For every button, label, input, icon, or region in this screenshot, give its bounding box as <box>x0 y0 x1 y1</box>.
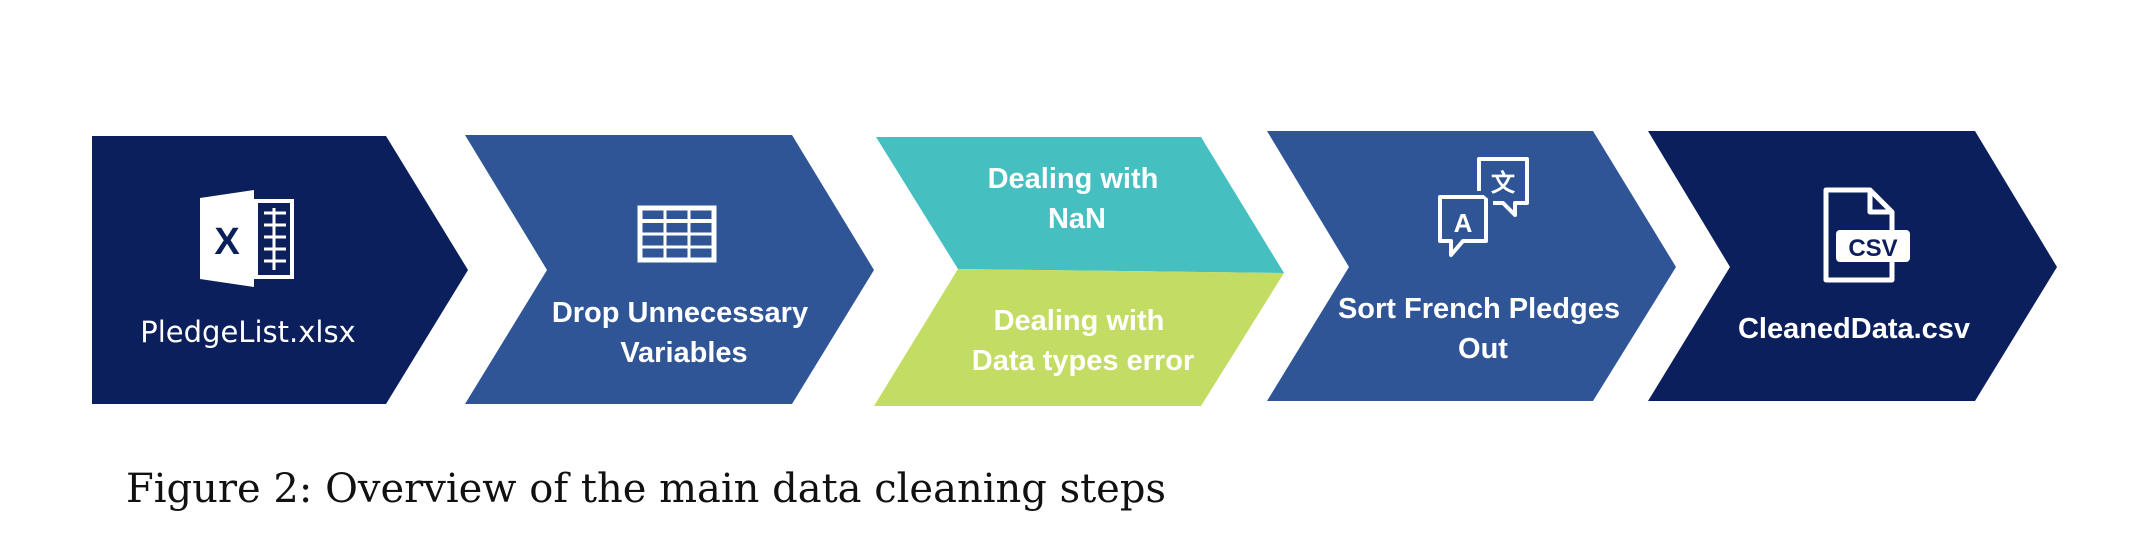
step-1-load-pledgelist: X PledgeList.xlsx <box>92 136 468 404</box>
translate-icon-letter-a: A <box>1454 208 1473 238</box>
step-5-export-cleaned-data: CSV CleanedData.csv <box>1648 131 2057 401</box>
excel-icon-letter: X <box>214 221 240 263</box>
step-5-label: CleanedData.csv <box>1738 313 1970 345</box>
step-3-top-label-line-2: NaN <box>1048 203 1106 235</box>
csv-file-icon: CSV <box>1823 187 1910 283</box>
step-4-sort-french-pledges: A 文 Sort French Pledges Out <box>1267 131 1676 401</box>
step-4-chevron <box>1267 131 1676 401</box>
step-2-label-line-2: Variables <box>620 337 747 369</box>
translate-icon-letter-x: 文 <box>1491 169 1516 197</box>
step-3-bottom-segment <box>874 269 1284 406</box>
table-icon <box>637 205 717 263</box>
step-5-label-line-1: CleanedData.csv <box>1738 313 1970 345</box>
translate-icon: A 文 <box>1438 157 1529 257</box>
step-2-chevron <box>465 135 874 404</box>
step-4-label-line-2: Out <box>1458 333 1508 365</box>
step-1-chevron <box>92 136 468 404</box>
step-4-label-line-1: Sort French Pledges <box>1338 293 1620 325</box>
step-1-label: PledgeList.xlsx <box>140 315 355 349</box>
step-3-bottom-label: Dealing with Data types error <box>972 305 1194 377</box>
step-3-top-segment <box>876 137 1284 273</box>
step-4-label: Sort French Pledges Out <box>1338 293 1628 365</box>
csv-file-icon-badge: CSV <box>1848 235 1897 262</box>
step-1-label-line-1: PledgeList.xlsx <box>140 315 355 349</box>
step-2-drop-variables: Drop Unnecessary Variables <box>465 135 874 404</box>
step-3-top-label: Dealing with NaN <box>988 163 1167 235</box>
step-2-label-line-1: Drop Unnecessary <box>552 297 808 329</box>
step-3-handle-missing-and-types: Dealing with NaN Dealing with Data types… <box>874 137 1284 406</box>
step-3-bottom-label-line-1: Dealing with <box>994 305 1165 337</box>
step-3-top-label-line-1: Dealing with <box>988 163 1159 195</box>
figure-caption: Figure 2: Overview of the main data clea… <box>126 466 1166 512</box>
excel-icon: X <box>200 190 294 287</box>
step-2-label: Drop Unnecessary Variables <box>552 297 816 369</box>
step-3-bottom-label-line-2: Data types error <box>972 345 1194 377</box>
